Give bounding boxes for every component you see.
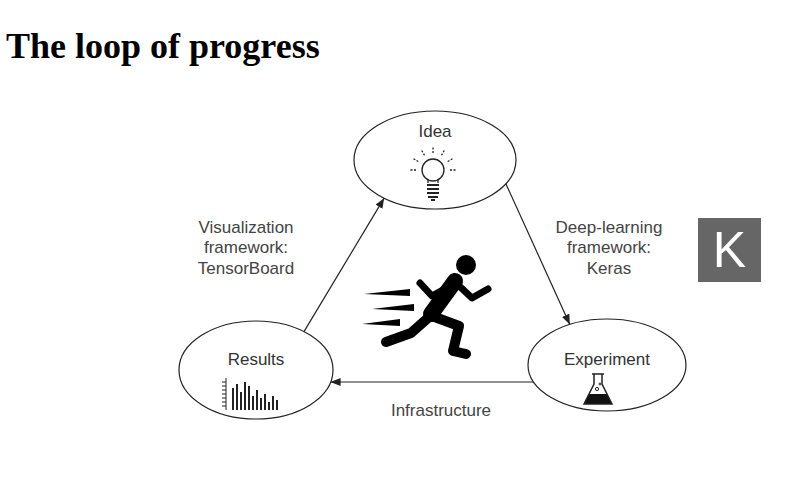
bulb-tip — [431, 199, 435, 201]
edge-label: Infrastructure — [380, 401, 502, 421]
flow-arrow — [304, 198, 384, 332]
flask-bubble — [595, 387, 598, 390]
flask-icon — [584, 374, 612, 404]
chart-axis — [222, 378, 226, 410]
node-label: Results — [228, 350, 285, 370]
speed-line — [362, 319, 400, 326]
node-label: Experiment — [564, 350, 650, 370]
chart-bar — [264, 394, 266, 410]
edge-label: Visualization framework: TensorBoard — [185, 218, 307, 279]
chart-bar — [236, 384, 238, 410]
flow-arrow — [506, 184, 570, 325]
lightbulb-icon — [410, 147, 456, 200]
process-ellipse: Experiment — [527, 318, 687, 412]
runner-arm — [456, 283, 488, 298]
chart-bar — [268, 402, 270, 410]
ellipse-shape — [179, 321, 333, 419]
runner-arm — [420, 283, 450, 296]
chart-bar — [276, 400, 278, 410]
ellipse-shape — [528, 319, 686, 411]
bulb-rays — [410, 147, 456, 170]
bar-chart-icon — [222, 378, 278, 410]
runner-head — [456, 255, 476, 275]
keras-logo: K — [698, 218, 761, 282]
ellipse-shape — [354, 111, 516, 209]
process-ellipse: Results — [178, 320, 334, 420]
bulb-glass — [422, 159, 444, 181]
flow-arrow — [331, 381, 534, 382]
chart-bar — [244, 382, 246, 410]
chart-bar — [248, 386, 250, 410]
flask-bubble — [599, 383, 601, 385]
runner-figure — [362, 255, 488, 354]
chart-bar — [240, 392, 242, 410]
speed-line — [372, 304, 414, 311]
bulb-neck — [428, 179, 438, 183]
ellipse-outline — [178, 320, 334, 420]
chart-bar — [256, 390, 258, 410]
runner-leg — [432, 316, 466, 354]
node-label: Idea — [418, 122, 451, 142]
edge-label: Deep-learning framework: Keras — [548, 218, 670, 279]
chart-bar — [232, 388, 234, 410]
process-ellipse: Idea — [353, 110, 517, 210]
chart-bar — [272, 396, 274, 410]
chart-bar — [252, 396, 254, 410]
diagram-title: The loop of progress — [6, 28, 320, 64]
chart-bar — [260, 398, 262, 410]
speed-line — [364, 289, 410, 296]
bulb-base — [427, 185, 439, 197]
flask-glass — [584, 374, 612, 404]
runner-leg — [386, 318, 428, 342]
